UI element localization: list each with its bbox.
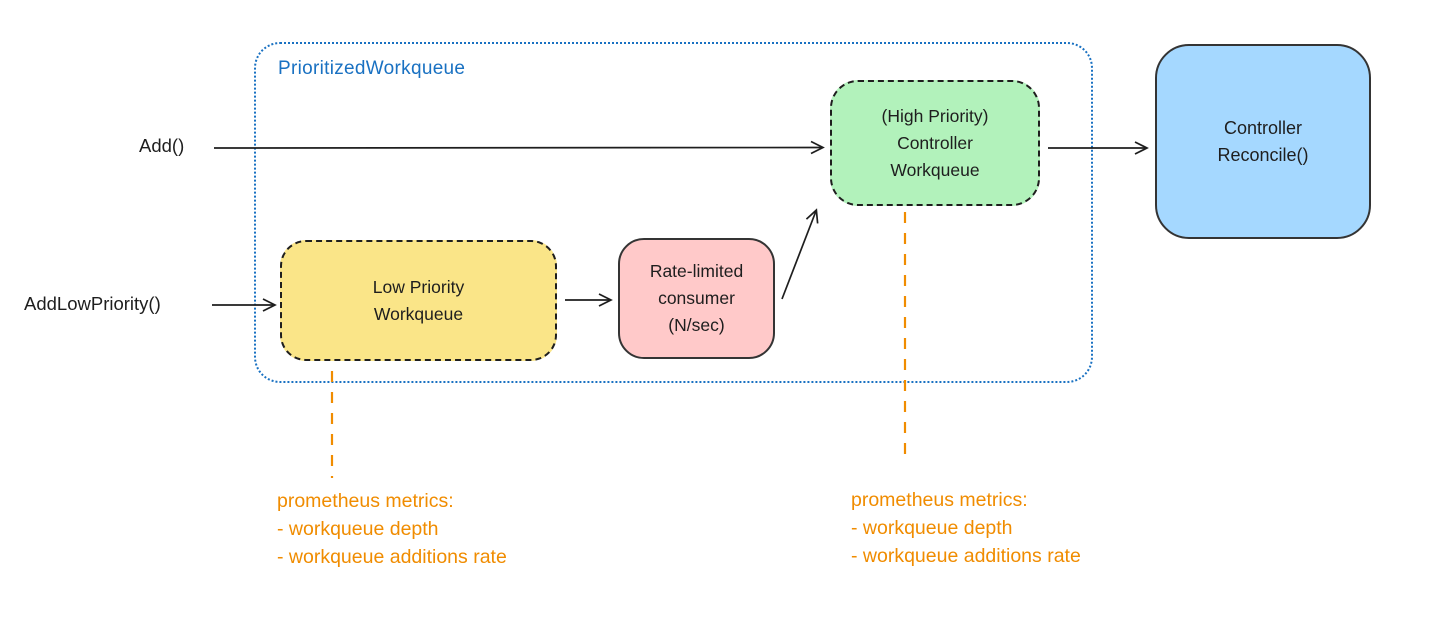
add-label: Add()	[139, 135, 185, 156]
metrics-title: prometheus metrics:	[277, 490, 454, 512]
node-high-priority-line: Workqueue	[890, 159, 980, 180]
metrics-title: prometheus metrics:	[851, 489, 1028, 511]
node-high-priority-line: Controller	[897, 132, 973, 153]
node-high-priority-workqueue: (High Priority) Controller Workqueue	[830, 80, 1040, 206]
node-low-priority-line: Workqueue	[373, 303, 464, 324]
node-reconcile-line: Controller	[1223, 117, 1303, 138]
metrics-note-left: prometheus metrics: - workqueue depth - …	[277, 487, 507, 571]
node-rate-limited-line: (N/sec)	[668, 315, 725, 335]
container-label: PrioritizedWorkqueue	[278, 58, 466, 79]
prioritized-workqueue-container: PrioritizedWorkqueue	[254, 42, 1093, 383]
metrics-item: - workqueue depth	[277, 518, 439, 540]
node-controller-reconcile: Controller Reconcile()	[1155, 44, 1371, 239]
node-reconcile-line: Reconcile()	[1217, 144, 1309, 165]
node-rate-limited-line: consumer	[658, 288, 735, 308]
node-low-priority-workqueue: Low Priority Workqueue	[280, 240, 557, 361]
node-low-priority-line: Low Priority	[372, 276, 465, 297]
metrics-item: - workqueue depth	[851, 517, 1013, 539]
metrics-item: - workqueue additions rate	[851, 545, 1081, 567]
metrics-item: - workqueue additions rate	[277, 546, 507, 568]
metrics-note-right: prometheus metrics: - workqueue depth - …	[851, 486, 1081, 570]
node-high-priority-line: (High Priority)	[881, 105, 989, 126]
node-rate-limited-consumer: Rate-limited consumer (N/sec)	[618, 238, 775, 359]
node-rate-limited-line: Rate-limited	[649, 261, 744, 281]
add-low-priority-label: AddLowPriority()	[24, 293, 161, 314]
